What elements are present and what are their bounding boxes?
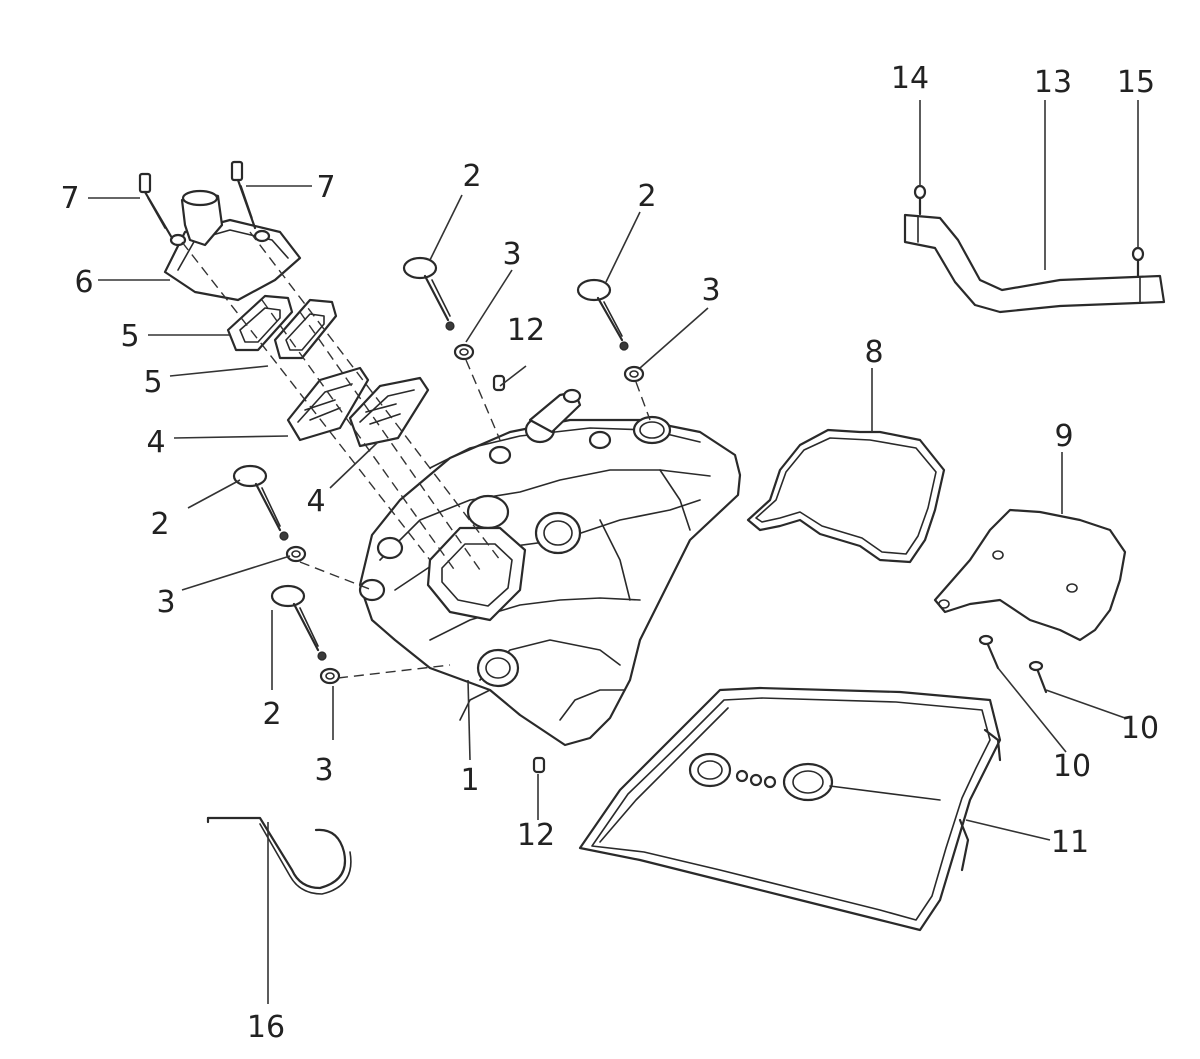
callout-10: 10	[1121, 711, 1159, 746]
stud-bolt-drawing	[138, 160, 257, 240]
callout-3: 3	[314, 753, 333, 788]
cylinder-head-cover-drawing	[358, 388, 742, 747]
callout-1: 1	[460, 763, 479, 798]
callout-7: 7	[316, 170, 335, 205]
callout-3: 3	[156, 585, 175, 620]
callout-2: 2	[462, 159, 481, 194]
callout-11: 11	[1051, 825, 1089, 860]
callout-2: 2	[637, 179, 656, 214]
callout-2: 2	[150, 507, 169, 542]
callout-4: 4	[306, 484, 325, 519]
callout-6: 6	[74, 265, 93, 300]
bolt-drawing	[232, 256, 629, 661]
callout-3: 3	[701, 273, 720, 308]
callout-5: 5	[143, 365, 162, 400]
callout-5: 5	[120, 319, 139, 354]
washer-drawing	[285, 343, 645, 685]
callout-14: 14	[891, 61, 929, 96]
breather-cover-drawing	[163, 189, 302, 302]
callout-2: 2	[262, 697, 281, 732]
breather-hose-drawing	[903, 213, 1166, 314]
baffle-plate-drawing	[933, 508, 1127, 642]
callout-12: 12	[507, 313, 545, 348]
callout-labels: 1 2 2 2 2 3 3 3 3 4 4 5 5 6 7 7 8 9 10 1…	[60, 61, 1159, 1045]
callout-12: 12	[517, 818, 555, 853]
callout-8: 8	[864, 335, 883, 370]
screw-drawing	[978, 634, 1048, 694]
callout-9: 9	[1054, 419, 1073, 454]
callout-4: 4	[146, 425, 165, 460]
callout-10: 10	[1053, 749, 1091, 784]
hose-clip-drawing	[206, 816, 352, 895]
callout-15: 15	[1117, 65, 1155, 100]
callout-13: 13	[1034, 65, 1072, 100]
gasket-drawing	[746, 428, 946, 564]
callout-3: 3	[502, 237, 521, 272]
reed-gasket-drawing	[226, 294, 338, 360]
callout-16: 16	[247, 1010, 285, 1045]
callout-7: 7	[60, 181, 79, 216]
leader-lines	[88, 100, 1139, 1004]
reed-valve-drawing	[286, 366, 430, 448]
cover-gasket-drawing	[578, 686, 1002, 932]
assembly-lines	[181, 231, 651, 679]
